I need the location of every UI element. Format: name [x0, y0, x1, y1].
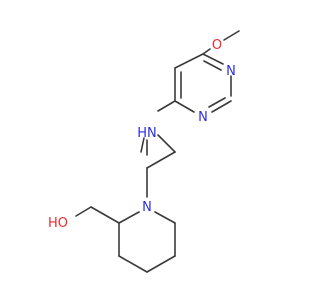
bond-c6-n1-double: [203, 60, 222, 71]
piperidine-n-label: N: [142, 200, 152, 215]
bond-c2-ch2oh: [90, 206, 120, 224]
bond-ch2-ch2: [146, 151, 176, 169]
bond-c2-n3-double: [208, 97, 226, 108]
molecule-structure: O N N HN N HO: [48, 30, 240, 273]
hydroxyl-label: HO: [48, 216, 68, 231]
bond-c2-n3: [211, 100, 232, 113]
bond-nh-ch2: [140, 137, 145, 153]
methoxy-oxygen-label: O: [212, 38, 222, 53]
bond-n3-c4: [174, 100, 195, 113]
pyrimidine-n3-label: N: [198, 110, 208, 125]
bond-c6-n1: [202, 53, 224, 65]
bond-c3-c4: [118, 255, 148, 273]
bond-methyl-o: [223, 30, 240, 41]
bond-ch2-oh: [75, 206, 92, 217]
pyrimidine-n1-label: N: [226, 64, 236, 79]
bond-n-c2: [118, 211, 140, 224]
molecule-canvas: O N N HN N HO: [48, 30, 240, 273]
bond-c6-n: [154, 211, 176, 224]
bond-c4-nh: [157, 100, 176, 112]
bond-nh-ch2a: [157, 134, 176, 153]
amine-nh-label: HN: [137, 126, 157, 141]
bond-c6-c5: [174, 53, 204, 69]
bond-o-c6: [202, 48, 211, 55]
bond-c4-c5: [146, 255, 176, 273]
